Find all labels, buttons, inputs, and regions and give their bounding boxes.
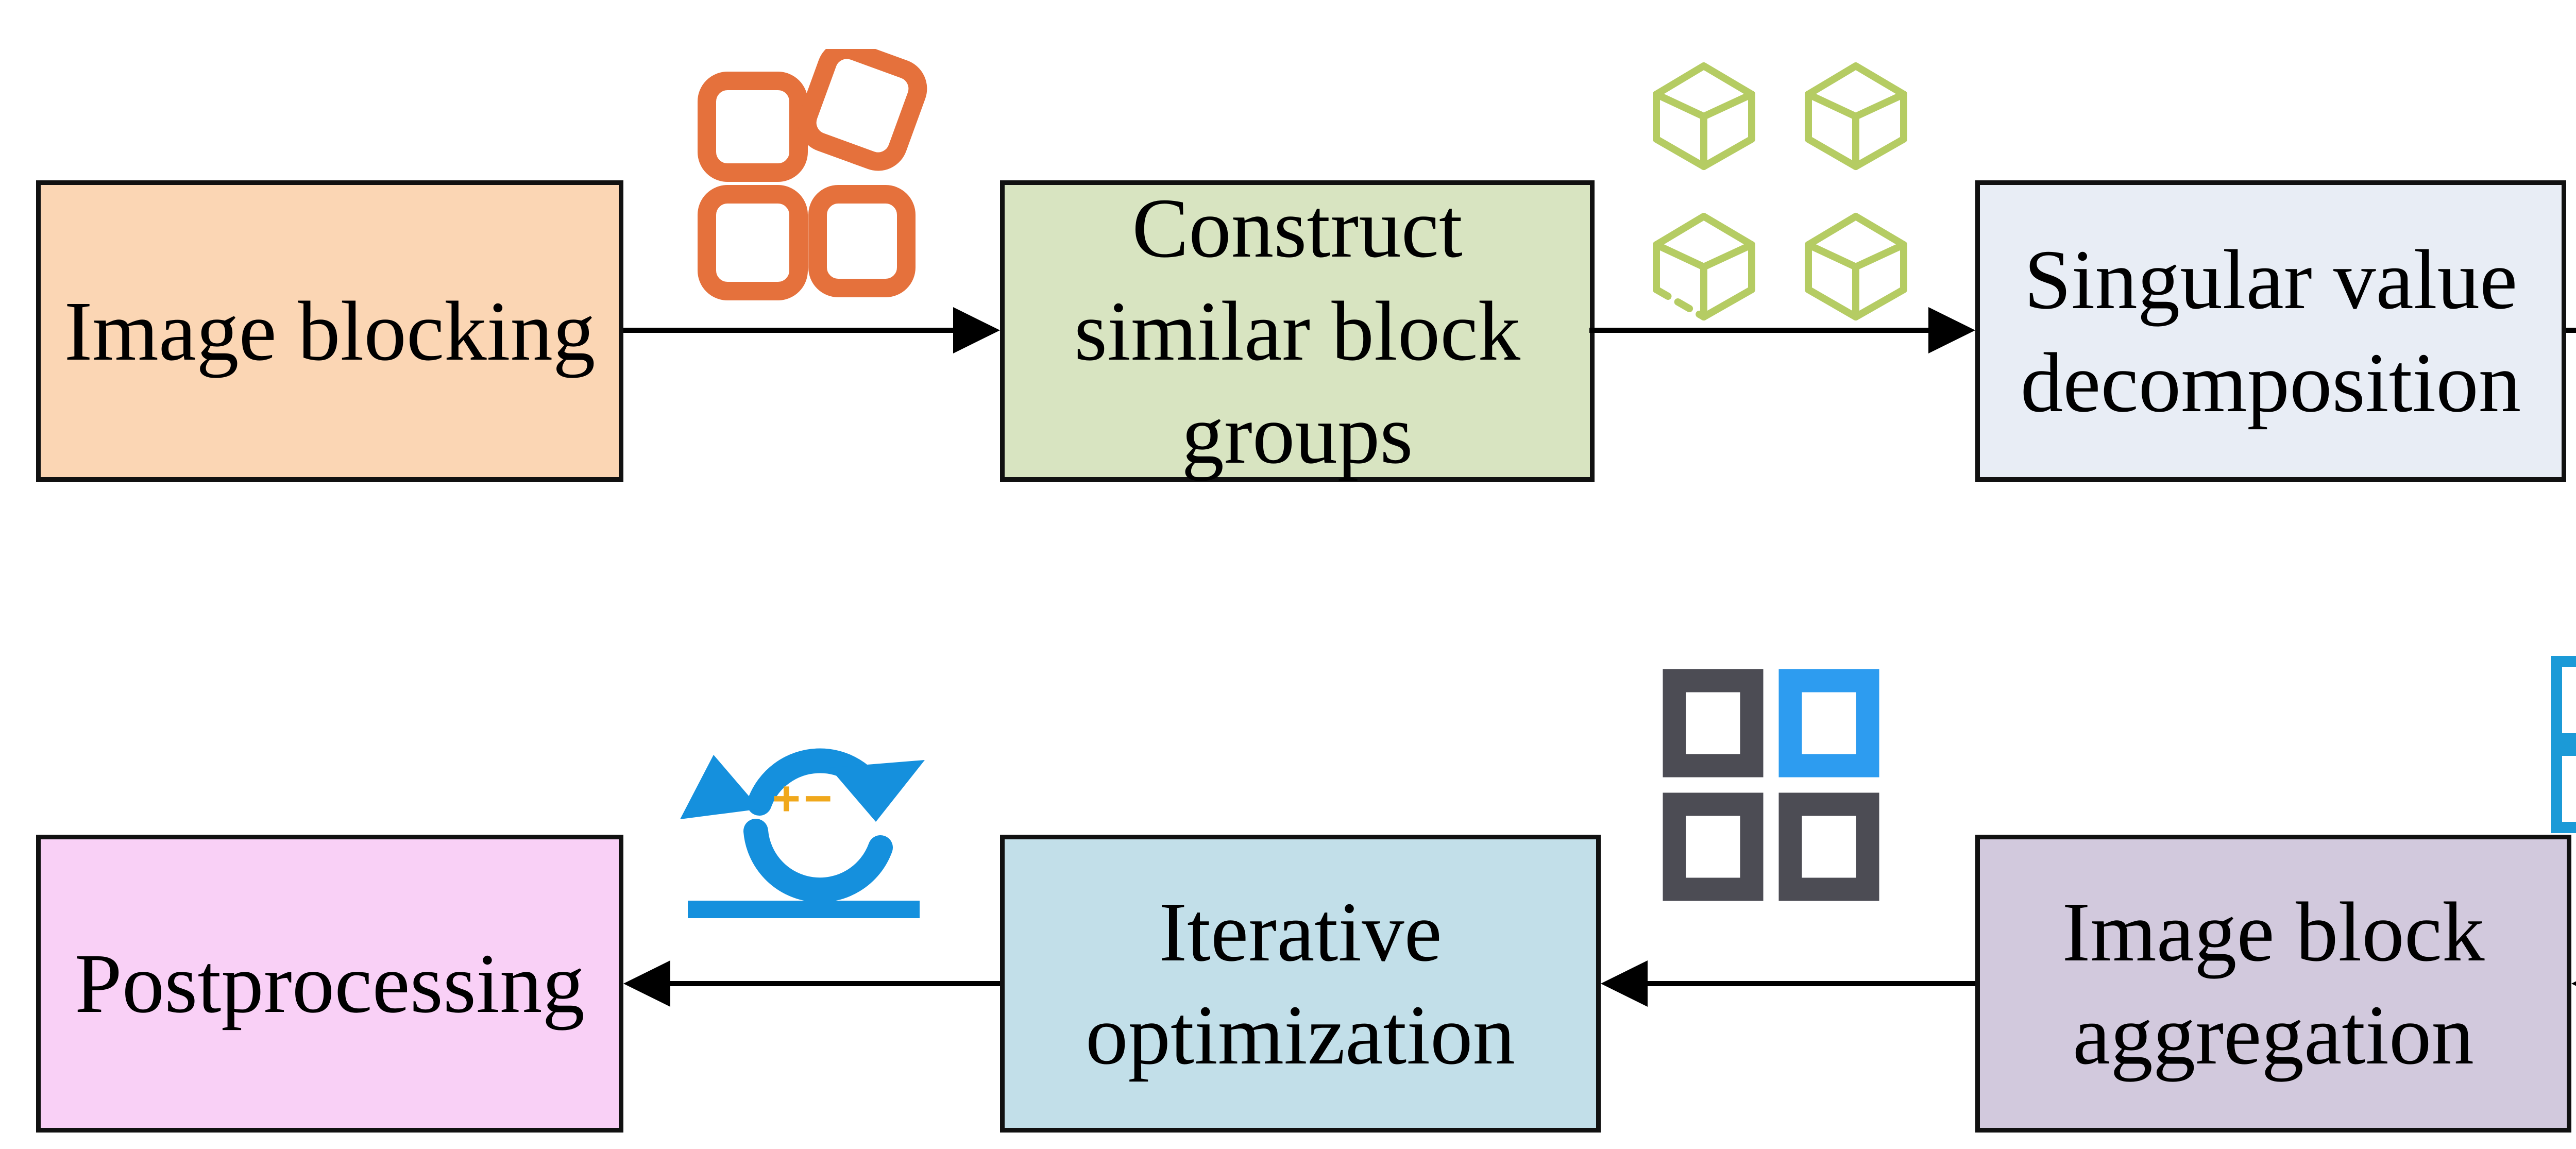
node-iterative-optimization: Iterative optimization bbox=[1000, 835, 1601, 1133]
node-postprocessing: Postprocessing bbox=[36, 835, 623, 1133]
image-blocks-icon bbox=[698, 49, 927, 300]
node-label-line: Postprocessing bbox=[75, 936, 585, 1030]
node-image-block-aggregation: Image block aggregation bbox=[1975, 835, 2571, 1133]
node-label-line: Image block bbox=[2062, 885, 2485, 979]
node-label-line: groups bbox=[1181, 386, 1413, 481]
node-label-line: Iterative bbox=[1159, 885, 1442, 979]
node-image-blocking: Image blocking bbox=[36, 180, 623, 482]
node-label-line: optimization bbox=[1085, 988, 1516, 1082]
iteration-cycle-icon: +− bbox=[680, 748, 925, 918]
plus-minus-sign: +− bbox=[772, 771, 836, 826]
node-label-line: decomposition bbox=[2020, 335, 2521, 430]
aggregation-squares-icon bbox=[1663, 669, 1879, 901]
node-singular-value-decomposition: Singular value decomposition bbox=[1975, 180, 2566, 482]
node-label-line: aggregation bbox=[2073, 988, 2474, 1082]
node-label-line: Image blocking bbox=[64, 283, 596, 378]
node-construct-similar-block-groups: Construct similar block groups bbox=[1000, 180, 1595, 482]
low-rank-tiles-icon bbox=[2551, 656, 2576, 833]
similar-block-cubes-icon bbox=[1653, 62, 1909, 320]
node-label-line: Singular value bbox=[2024, 232, 2518, 327]
node-label-line: similar block bbox=[1074, 283, 1521, 378]
node-label-line: Construct bbox=[1132, 180, 1463, 275]
